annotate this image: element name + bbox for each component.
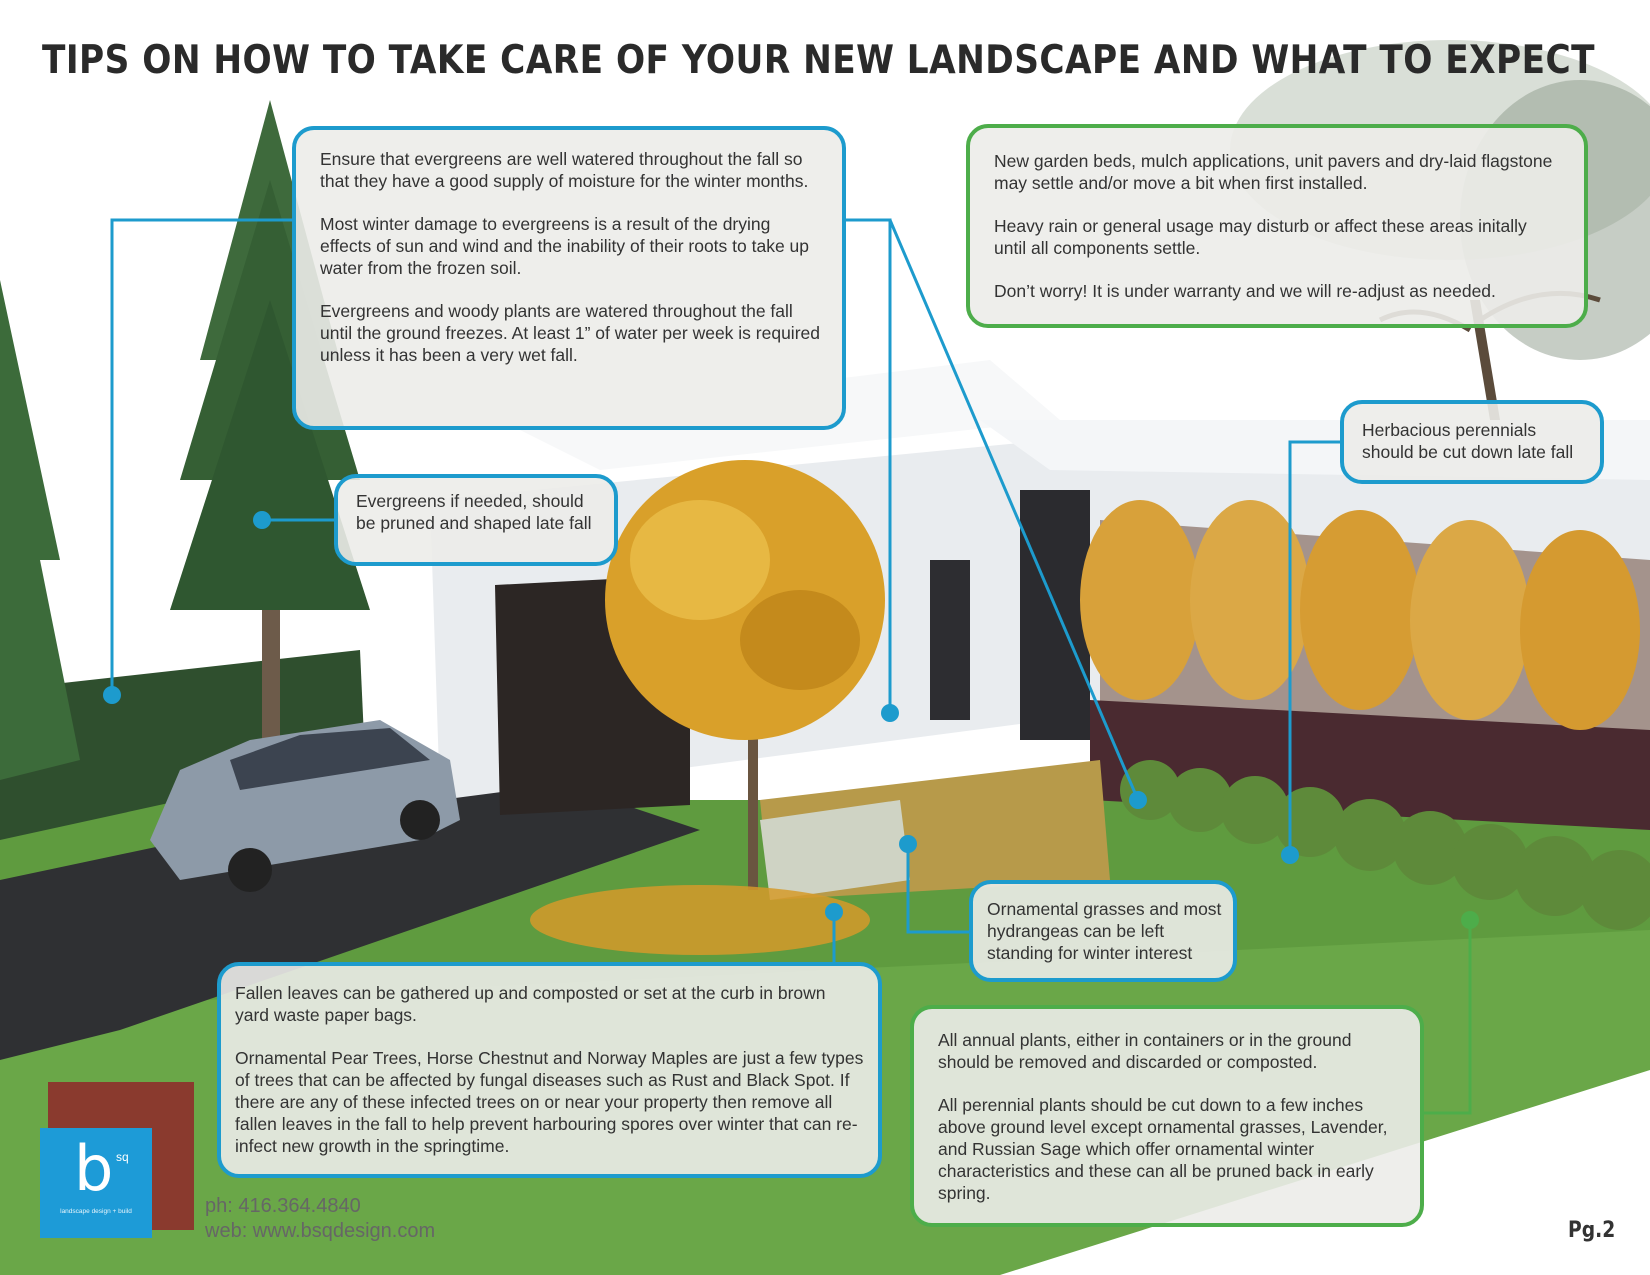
callout-text: Evergreens and woody plants are watered … (320, 301, 820, 365)
autumn-tree (605, 460, 885, 890)
callout-perennials: Herbacious perennials should be cut down… (1340, 400, 1604, 484)
callout-annuals: All annual plants, either in containers … (910, 1005, 1424, 1227)
callout-text: Herbacious perennials should be cut down… (1362, 420, 1574, 462)
callout-evergreen-pruning: Evergreens if needed, should be pruned a… (334, 474, 618, 566)
callout-text: Heavy rain or general usage may disturb … (994, 216, 1527, 258)
callout-text: New garden beds, mulch applications, uni… (994, 151, 1553, 193)
contact-phone: ph: 416.364.4840 (205, 1195, 361, 1217)
connector-dots (103, 511, 1479, 929)
callout-text: Ornamental grasses and most hydrangeas c… (987, 899, 1222, 963)
driveway (0, 770, 700, 1060)
page-number: Pg.2 (1568, 1218, 1616, 1243)
logo-superscript: sq (116, 1150, 129, 1164)
callout-connectors (110, 218, 1472, 1115)
ornamental-grasses (760, 760, 1110, 900)
logo-letter: b (74, 1132, 114, 1205)
contact-website: web: www.bsqdesign.com (205, 1220, 436, 1242)
callout-settling: New garden beds, mulch applications, uni… (966, 124, 1588, 328)
row-trees (1080, 500, 1640, 730)
callout-text: Evergreens if needed, should be pruned a… (356, 491, 592, 533)
callout-text: Ensure that evergreens are well watered … (320, 149, 809, 191)
company-logo: b sq landscape design + build (40, 1128, 152, 1238)
boxwood-shrubs (1120, 760, 1650, 930)
callout-fallen-leaves: Fallen leaves can be gathered up and com… (217, 962, 882, 1178)
page-title: TIPS ON HOW TO TAKE CARE OF YOUR NEW LAN… (42, 38, 1595, 83)
callout-text: Most winter damage to evergreens is a re… (320, 214, 810, 278)
car (150, 720, 460, 892)
callout-evergreen-watering: Ensure that evergreens are well watered … (292, 126, 846, 430)
callout-grasses: Ornamental grasses and most hydrangeas c… (969, 880, 1237, 982)
callout-text: Ornamental Pear Trees, Horse Chestnut an… (235, 1048, 864, 1156)
contact-info: ph: 416.364.4840 web: www.bsqdesign.com (205, 1194, 435, 1244)
callout-text: All perennial plants should be cut down … (938, 1095, 1388, 1203)
callout-text: Fallen leaves can be gathered up and com… (235, 983, 826, 1025)
callout-text: All annual plants, either in containers … (938, 1030, 1352, 1072)
logo-tagline: landscape design + build (60, 1208, 132, 1215)
callout-text: Don’t worry! It is under warranty and we… (994, 281, 1496, 301)
